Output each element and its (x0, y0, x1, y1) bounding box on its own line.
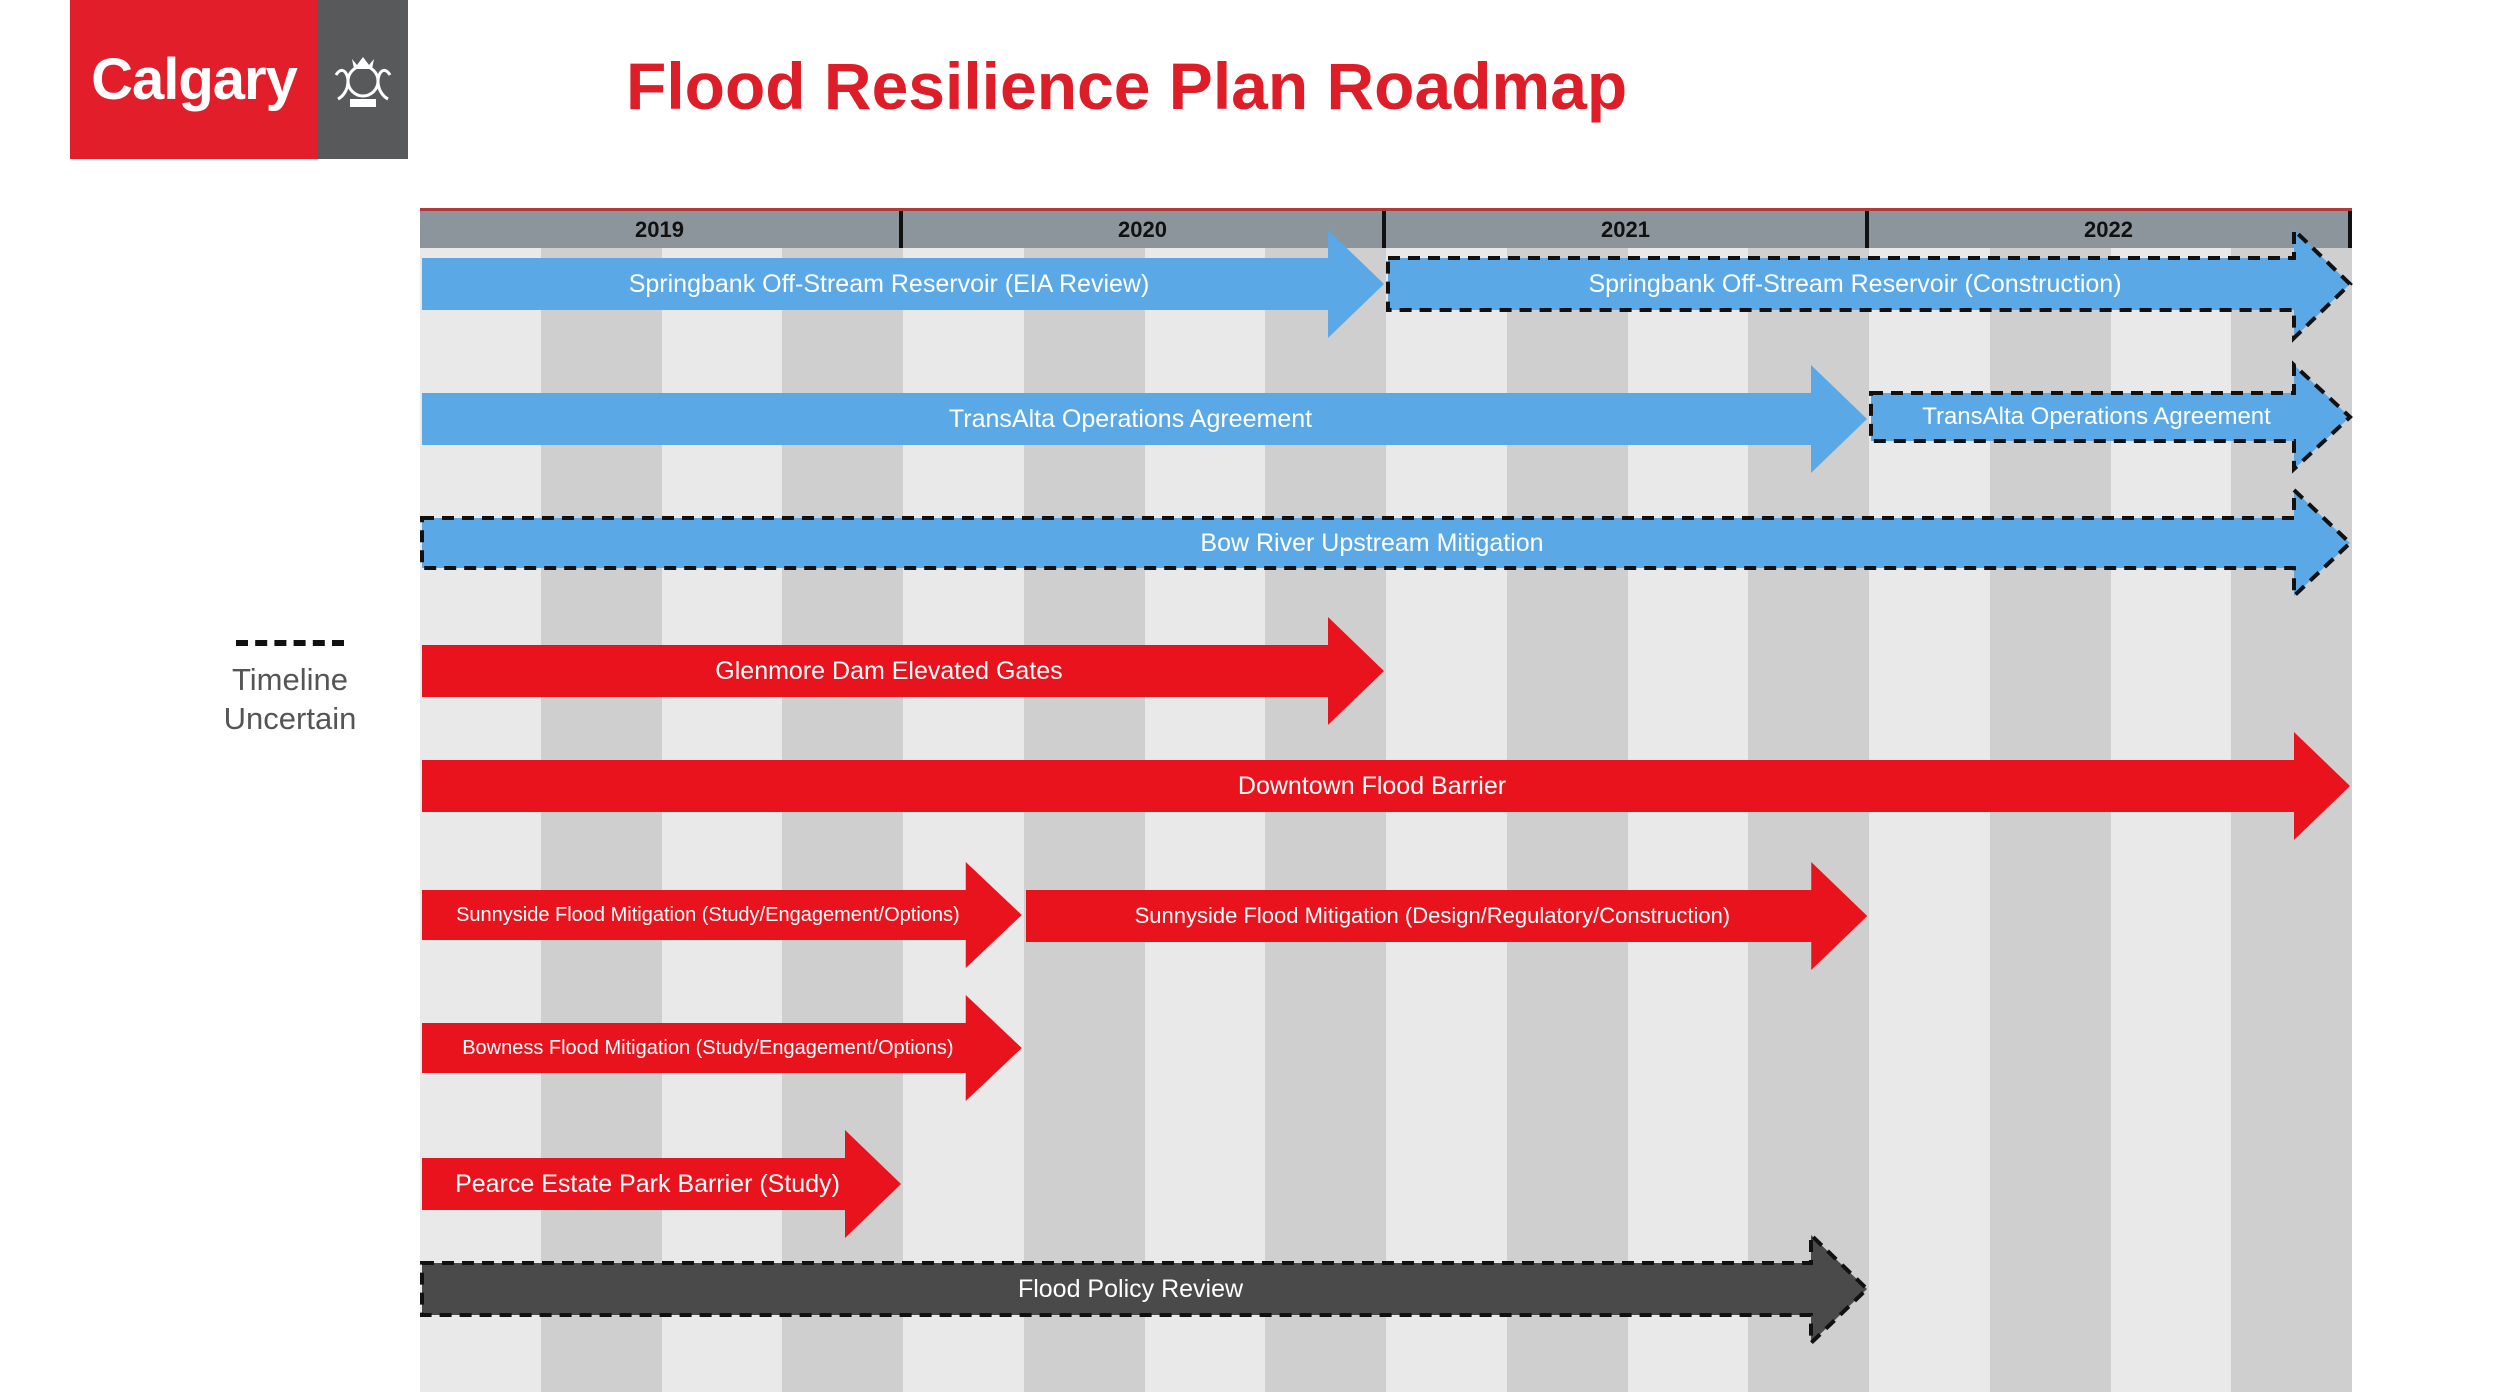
roadmap-bar-policy: Flood Policy Review (420, 1230, 1870, 1348)
bar-label: TransAlta Operations Agreement (1922, 403, 2271, 430)
arrow-shape (1386, 225, 2353, 343)
roadmap-bar-transalta-1: TransAlta Operations Agreement (422, 365, 1867, 473)
legend-dashed-line (236, 640, 344, 646)
roadmap-bar-transalta-2: TransAlta Operations Agreement (1869, 360, 2353, 474)
year-label-2022: 2022 (1869, 211, 2352, 248)
bar-label: Pearce Estate Park Barrier (Study) (455, 1169, 840, 1198)
arrow-shape (422, 862, 1022, 968)
roadmap-bar-springbank-eia: Springbank Off-Stream Reservoir (EIA Rev… (422, 230, 1384, 338)
logo-wordmark: Calgary (91, 47, 298, 112)
roadmap-bar-bow-river: Bow River Upstream Mitigation (420, 485, 2353, 601)
roadmap-bar-springbank-construction: Springbank Off-Stream Reservoir (Constru… (1386, 225, 2353, 343)
arrow-shape (422, 995, 1022, 1101)
roadmap-bar-bowness: Bowness Flood Mitigation (Study/Engageme… (422, 995, 1022, 1101)
arrow-polygon (422, 1130, 901, 1238)
bar-label: Flood Policy Review (1017, 1274, 1244, 1303)
arrow-polygon (1386, 225, 2353, 343)
roadmap-bar-sunnyside-design: Sunnyside Flood Mitigation (Design/Regul… (1025, 862, 1867, 970)
legend-label-line2: Uncertain (223, 701, 357, 736)
arrow-shape (420, 485, 2353, 601)
arrow-polygon (422, 230, 1384, 338)
year-label-2020: 2020 (903, 211, 1386, 248)
arrow-polygon (1025, 862, 1867, 970)
bar-label: Springbank Off-Stream Reservoir (Constru… (1588, 269, 2122, 298)
arrow-shape (422, 230, 1384, 338)
arrow-shape (1869, 360, 2353, 474)
logo-crest-panel (318, 0, 408, 159)
year-label-2019: 2019 (420, 211, 903, 248)
legend: Timeline Uncertain (210, 640, 370, 738)
arrow-polygon (422, 862, 1022, 968)
arrow-polygon (422, 995, 1022, 1101)
year-label-2021: 2021 (1386, 211, 1869, 248)
arrow-shape (422, 365, 1867, 473)
bar-label: Glenmore Dam Elevated Gates (715, 656, 1063, 685)
city-crest-icon (334, 56, 392, 107)
arrow-polygon (1869, 360, 2353, 474)
roadmap-bar-pearce: Pearce Estate Park Barrier (Study) (422, 1130, 901, 1238)
arrow-shape (420, 1230, 1870, 1348)
bar-label: Bowness Flood Mitigation (Study/Engageme… (462, 1036, 954, 1059)
arrow-shape (1025, 862, 1867, 970)
legend-label-line1: Timeline (232, 662, 348, 697)
bar-label: Sunnyside Flood Mitigation (Study/Engage… (456, 903, 960, 926)
bar-label: Downtown Flood Barrier (1237, 771, 1507, 800)
bar-label: TransAlta Operations Agreement (948, 404, 1313, 433)
arrow-polygon (422, 617, 1384, 725)
roadmap-bar-sunnyside-study: Sunnyside Flood Mitigation (Study/Engage… (422, 862, 1022, 968)
arrow-polygon (420, 1230, 1870, 1348)
arrow-polygon (422, 365, 1867, 473)
arrow-polygon (420, 485, 2353, 601)
arrow-shape (422, 617, 1384, 725)
bar-label: Sunnyside Flood Mitigation (Design/Regul… (1134, 903, 1731, 928)
arrow-polygon (422, 732, 2350, 840)
arrow-shape (422, 1130, 901, 1238)
logo-wordmark-panel: Calgary (70, 0, 318, 159)
roadmap-bar-downtown: Downtown Flood Barrier (422, 732, 2350, 840)
calgary-logo: Calgary (70, 0, 408, 159)
arrow-shape (422, 732, 2350, 840)
bar-label: Bow River Upstream Mitigation (1200, 528, 1544, 557)
roadmap-bar-glenmore: Glenmore Dam Elevated Gates (422, 617, 1384, 725)
page-title: Flood Resilience Plan Roadmap (626, 49, 1628, 123)
bar-label: Springbank Off-Stream Reservoir (EIA Rev… (628, 269, 1150, 298)
